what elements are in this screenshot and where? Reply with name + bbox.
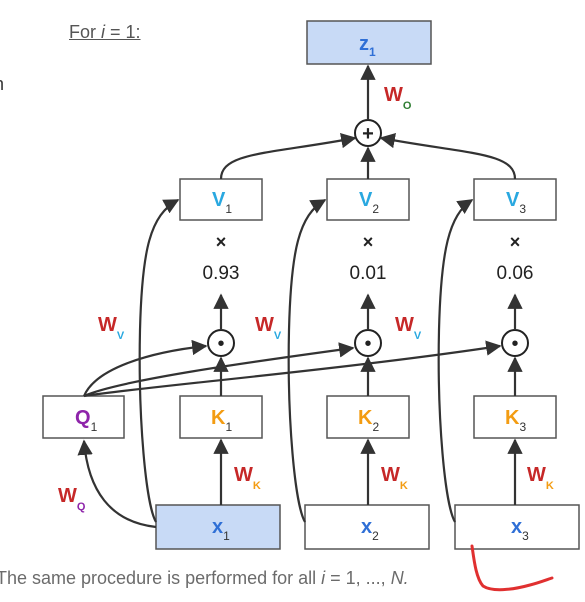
wv-label-3: WV [395,314,422,342]
v-label-2: V2 [359,189,379,216]
arrow-x3-to-v3 [437,199,474,523]
q-label: Q1 [75,407,98,434]
v-box-3 [473,178,557,221]
x-box-1 [155,504,281,550]
k-label-2: K2 [358,407,379,434]
footer-caption: The same procedure is performed for all … [0,568,409,588]
wo-label: WO [384,84,412,112]
clipped-text: n [0,74,4,95]
dot-symbol-3: • [511,333,518,355]
v-label-1: V1 [212,189,232,216]
arrow-q-to-dot2 [83,342,355,398]
k-box-2 [326,395,410,439]
q-box [42,395,125,439]
dot-symbol-2: • [364,333,371,355]
arrow-v3-to-plus [379,132,517,180]
wk-label-1: WK [234,464,261,492]
score-3: 0.06 [497,263,534,284]
heading: For i = 1: [69,22,141,42]
arrow-q-to-dot3 [83,340,502,398]
wk-label-3: WK [527,464,554,492]
k-label-1: K1 [211,407,232,434]
arrow-x1-to-q [77,439,157,529]
times-symbol-2: × [363,232,374,252]
arrow-x1-to-v1 [138,199,180,523]
x-label-2: x2 [361,516,379,543]
arrow-v1-to-plus [219,132,357,180]
wv-label-1: WV [98,314,125,342]
z-box [306,20,432,65]
v-box-1 [179,178,263,221]
z-label: z1 [359,33,376,59]
arrow-q-to-dot1 [82,339,208,397]
times-symbol-1: × [216,232,227,252]
plus-symbol: + [362,123,374,145]
v-label-3: V3 [506,189,526,216]
x-box-3 [454,504,580,550]
k-label-3: K3 [505,407,526,434]
x-label-1: x1 [212,516,230,543]
score-2: 0.01 [350,263,387,284]
arrow-x2-to-v2 [287,199,327,523]
k-box-3 [473,395,557,439]
x-label-3: x3 [511,516,529,543]
k-box-1 [179,395,263,439]
wv-label-2: WV [255,314,282,342]
annotation-mark [470,544,554,592]
times-symbol-3: × [510,232,521,252]
wk-label-2: WK [381,464,408,492]
score-1: 0.93 [203,263,240,284]
wq-label: WQ [58,485,86,513]
dot-symbol-1: • [217,333,224,355]
